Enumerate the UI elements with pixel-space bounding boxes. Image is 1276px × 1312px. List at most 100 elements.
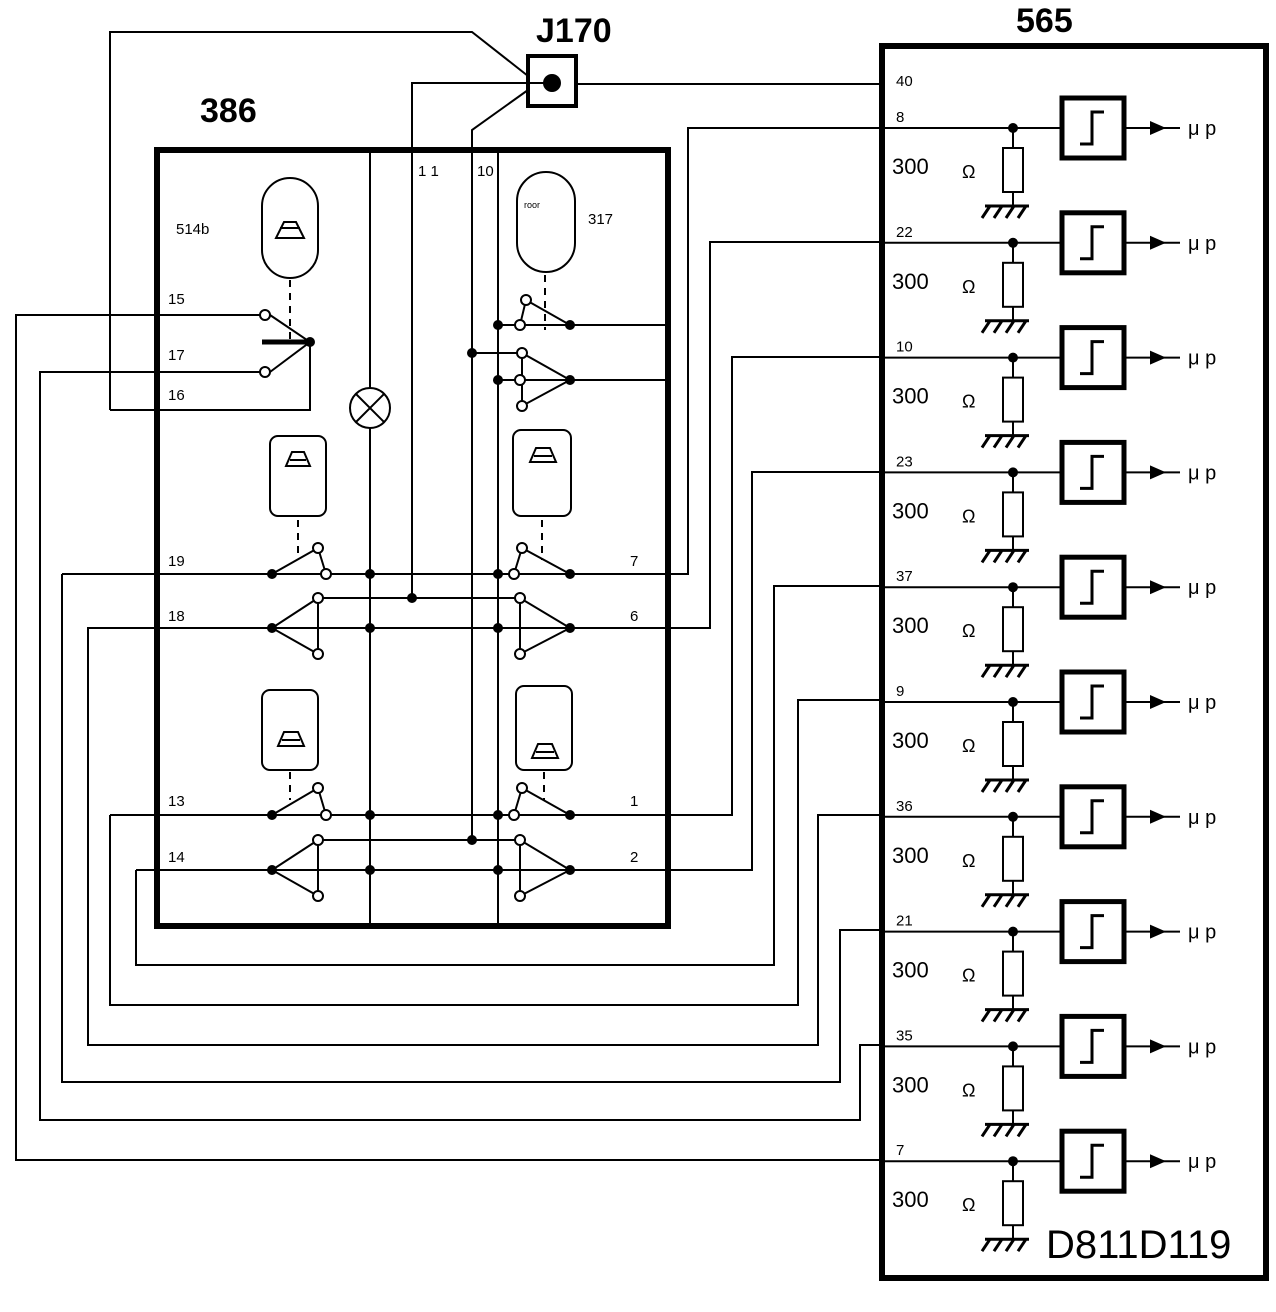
ground-icon	[980, 663, 1029, 679]
resistance-label: 300	[892, 1072, 929, 1097]
channel-pin-label: 23	[896, 453, 913, 470]
ohm-label: Ω	[962, 736, 975, 756]
output-label: μ p	[1188, 1151, 1216, 1173]
pin-label: 13	[168, 793, 185, 810]
resistance-label: 300	[892, 1187, 929, 1212]
ohm-label: Ω	[962, 277, 975, 297]
ground-icon	[980, 319, 1029, 334]
output-label: μ p	[1188, 462, 1216, 484]
resistor-icon	[1002, 835, 1024, 882]
channel-pin-label: 9	[896, 683, 904, 700]
ohm-label: Ω	[962, 621, 975, 641]
ground-icon	[980, 1008, 1029, 1023]
resistance-label: 300	[892, 843, 929, 868]
right-pin-labels: 7 6 1 2	[630, 553, 638, 866]
pin-label: 14	[168, 849, 185, 866]
ohm-label: Ω	[962, 1080, 975, 1100]
resistor-icon	[1002, 1180, 1024, 1227]
pin-label: 2	[630, 849, 638, 866]
output-label: μ p	[1188, 577, 1216, 599]
resistor-icon	[1002, 950, 1024, 997]
resistance-label: 300	[892, 154, 929, 179]
channel: 21 300 Ωμ p	[882, 899, 1216, 1023]
channel: 23 300 Ωμ p	[882, 439, 1216, 564]
channel: 7 300 Ωμ p	[882, 1128, 1216, 1253]
pin-label: 18	[168, 608, 185, 625]
connector-j170	[526, 54, 578, 108]
channel-pin-label: 37	[896, 568, 913, 585]
resistor-icon	[1002, 376, 1024, 423]
channel-pin-label: 7	[896, 1142, 904, 1159]
ground-icon	[980, 1237, 1029, 1253]
pin-label: 16	[168, 387, 185, 404]
part-code: D811D119	[1046, 1223, 1231, 1267]
ground-icon	[980, 548, 1029, 564]
resistance-label: 300	[892, 498, 929, 523]
ohm-label: Ω	[962, 162, 975, 182]
ground-icon	[980, 434, 1029, 449]
ohm-label: Ω	[962, 506, 975, 526]
resistor-icon	[1002, 721, 1024, 767]
output-arrow-icon	[1150, 695, 1166, 709]
resistor-icon	[1002, 1065, 1024, 1112]
channel: 8 300 Ωμ p	[882, 95, 1216, 219]
connector-label: J170	[536, 12, 612, 50]
channel-pin-label: 36	[896, 798, 913, 815]
output-arrow-icon	[1150, 350, 1166, 365]
unit-pin-40-label: 40	[896, 73, 913, 90]
ohm-label: Ω	[962, 392, 975, 412]
pin-10-label: 10	[477, 163, 494, 180]
sub-label-514b: 514b	[176, 221, 209, 238]
switch-block-label: 386	[200, 92, 257, 130]
resistor-icon	[1002, 147, 1024, 193]
output-label: μ p	[1188, 118, 1216, 140]
channel: 9 300 Ωμ p	[882, 669, 1216, 793]
knob-317-caption: roor	[524, 200, 540, 210]
output-arrow-icon	[1150, 235, 1166, 250]
resistance-label: 300	[892, 958, 929, 983]
output-arrow-icon	[1150, 465, 1166, 480]
ground-icon	[980, 778, 1029, 793]
channel: 22 300 Ωμ p	[882, 210, 1216, 334]
resistor-icon	[1002, 606, 1024, 653]
output-arrow-icon	[1150, 121, 1166, 135]
resistor-icon	[1002, 261, 1024, 308]
ohm-label: Ω	[962, 1195, 975, 1215]
channel-pin-label: 21	[896, 913, 913, 930]
selector-knob-514b	[259, 177, 319, 378]
lamp-icon	[349, 387, 391, 429]
ground-icon	[980, 893, 1029, 908]
output-label: μ p	[1188, 807, 1216, 829]
ohm-label: Ω	[962, 966, 975, 986]
channel-pin-label: 10	[896, 339, 913, 356]
window-switch-icons	[261, 429, 573, 800]
wiring	[15, 31, 882, 1161]
ground-icon	[980, 1122, 1029, 1138]
channel-pin-label: 35	[896, 1027, 913, 1044]
control-unit-frame	[879, 43, 1269, 1281]
pin-label: 7	[630, 553, 638, 570]
pin-11-label: 1 1	[418, 163, 439, 180]
pin-label: 17	[168, 347, 185, 364]
ohm-label: Ω	[962, 851, 975, 871]
output-arrow-icon	[1150, 580, 1166, 595]
changeover-contacts	[268, 294, 574, 902]
channel: 36 300 Ωμ p	[882, 784, 1216, 908]
channel-pin-label: 22	[896, 224, 913, 241]
channel-pin-label: 8	[896, 109, 904, 126]
output-arrow-icon	[1150, 1039, 1166, 1054]
resistance-label: 300	[892, 728, 929, 753]
resistance-label: 300	[892, 269, 929, 294]
knob-317	[516, 171, 576, 330]
output-label: μ p	[1188, 922, 1216, 944]
pin-label: 15	[168, 291, 185, 308]
control-unit-label: 565	[1016, 2, 1073, 40]
output-label: μ p	[1188, 233, 1216, 255]
output-arrow-icon	[1150, 924, 1166, 939]
output-label: μ p	[1188, 692, 1216, 714]
ground-icon	[980, 204, 1029, 219]
